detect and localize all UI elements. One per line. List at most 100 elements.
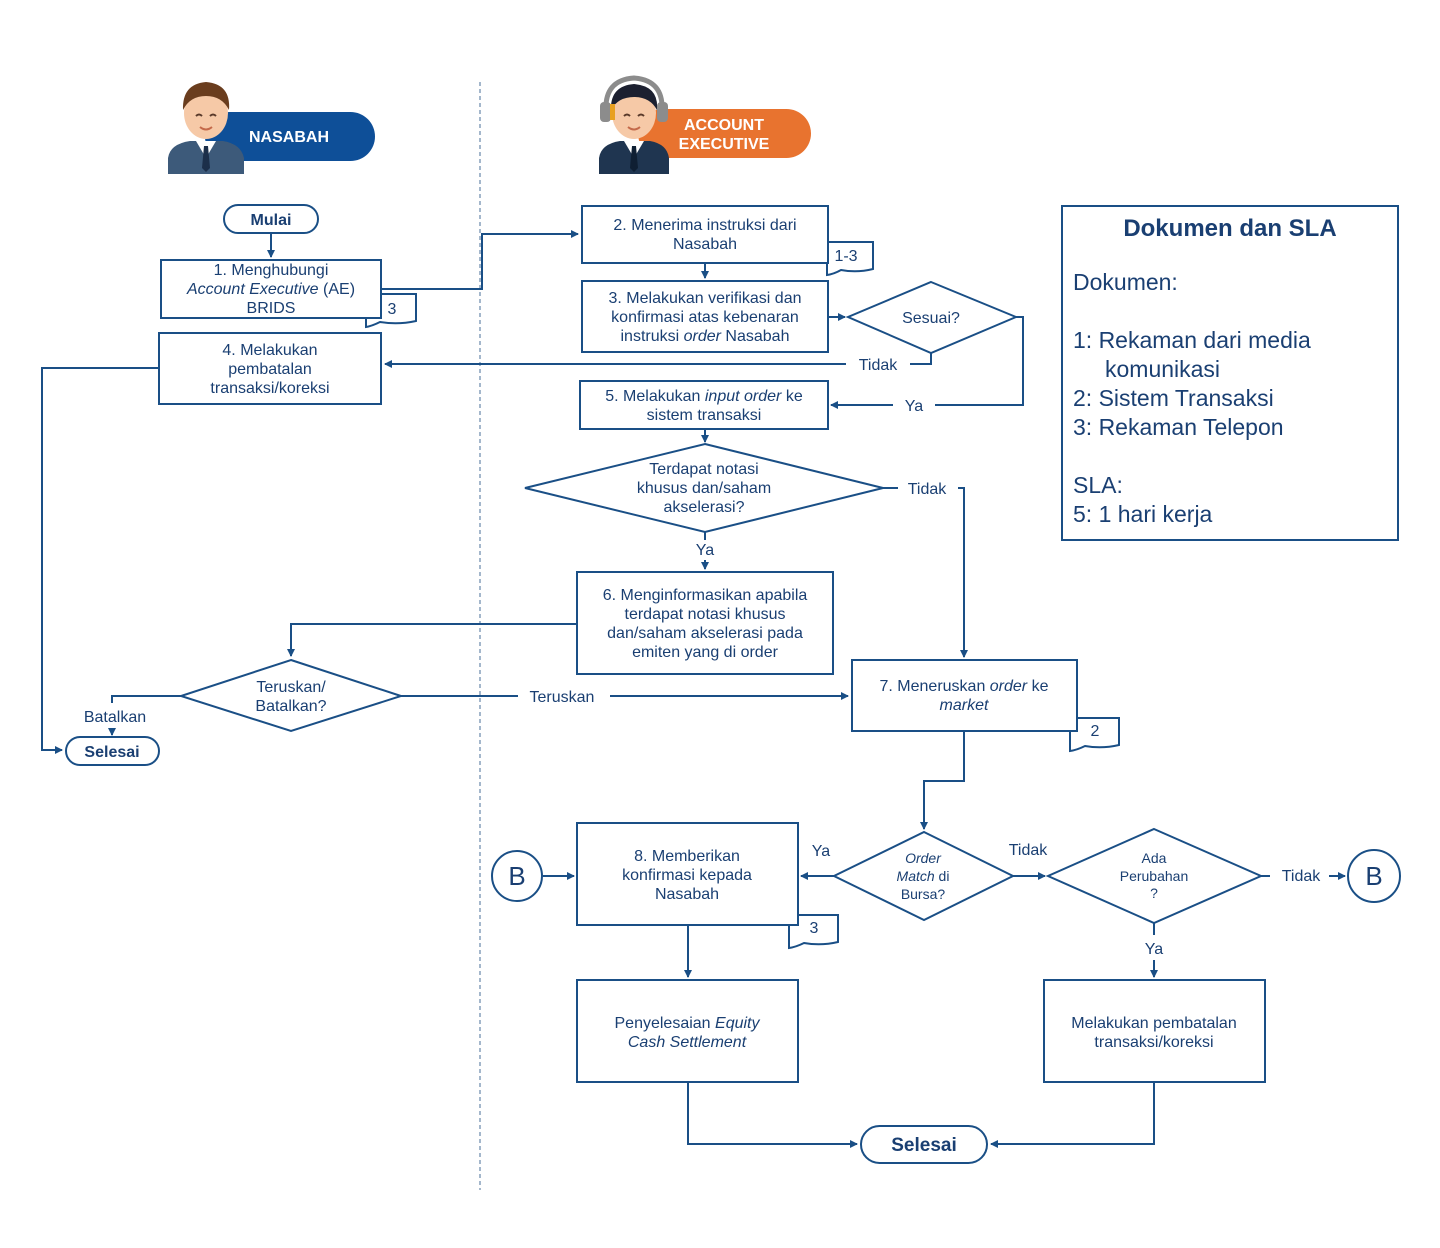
edge-labels: Tidak Ya Tidak Ya Batalkan Teruskan Ya T… bbox=[84, 357, 1321, 958]
label-notasi-no: Tidak bbox=[908, 481, 948, 498]
decision-teruskan-line2: Batalkan? bbox=[255, 698, 326, 715]
step8-line2: konfirmasi kepada bbox=[622, 867, 752, 884]
lane-label-ae-line1: ACCOUNT bbox=[684, 117, 764, 134]
decision-perubahan-line3: ? bbox=[1150, 885, 1158, 901]
step2-box: 1-3 2. Menerima instruksi dari Nasabah bbox=[581, 205, 874, 277]
end-bottom-label: Selesai bbox=[891, 1135, 957, 1156]
step8-line1: 8. Memberikan bbox=[634, 848, 740, 865]
cancel-line1: Melakukan pembatalan bbox=[1071, 1015, 1236, 1032]
lane-header-account-executive: ACCOUNT EXECUTIVE bbox=[599, 75, 811, 174]
edge-teruskan-cancel-a bbox=[111, 695, 181, 703]
step2-line1: 2. Menerima instruksi dari bbox=[613, 217, 796, 234]
step1-ref: 3 bbox=[388, 301, 397, 318]
documents-heading: Dokumen: bbox=[1073, 269, 1178, 295]
flow-connectors bbox=[41, 230, 1346, 1148]
edge-step7-to-match bbox=[920, 731, 965, 830]
document-2: 2: Sistem Transaksi bbox=[1073, 385, 1274, 411]
start-label: Mulai bbox=[251, 212, 292, 229]
edge-sesuai-yes-a bbox=[935, 316, 1024, 406]
label-perubahan-yes: Ya bbox=[1145, 941, 1163, 958]
edge-step1-to-step2 bbox=[381, 230, 579, 290]
end-left-terminator: Selesai bbox=[65, 736, 160, 766]
step1-box: 3 1. Menghubungi Account Executive (AE) … bbox=[160, 259, 417, 329]
step6-line2: terdapat notasi khusus bbox=[625, 606, 786, 623]
decision-perubahan-line2: Perubahan bbox=[1120, 868, 1189, 884]
connector-b-left: B bbox=[491, 850, 543, 902]
step7-line1: 7. Meneruskan order ke bbox=[880, 678, 1049, 695]
label-sesuai-yes: Ya bbox=[905, 398, 923, 415]
step8-box: 3 8. Memberikan konfirmasi kepada Nasaba… bbox=[576, 822, 839, 950]
step2-doc-ref bbox=[826, 241, 874, 277]
lane-label-nasabah: NASABAH bbox=[249, 129, 329, 146]
decision-sesuai: Sesuai? bbox=[845, 280, 1019, 355]
decision-teruskan-line1: Teruskan/ bbox=[256, 679, 326, 696]
label-teruskan-cancel: Batalkan bbox=[84, 709, 146, 726]
step5-line1: 5. Melakukan input order ke bbox=[605, 388, 803, 405]
documents-panel-title: Dokumen dan SLA bbox=[1123, 215, 1337, 242]
step6-box: 6. Menginformasikan apabila terdapat not… bbox=[576, 571, 834, 675]
document-3: 3: Rekaman Telepon bbox=[1073, 414, 1284, 440]
step4-line2: pembatalan bbox=[228, 361, 312, 378]
settlement-line2: Cash Settlement bbox=[628, 1034, 747, 1051]
document-1-line2: komunikasi bbox=[1105, 356, 1221, 382]
decision-perubahan: Ada Perubahan ? bbox=[1045, 827, 1264, 925]
step5-line2: sistem transaksi bbox=[647, 407, 762, 424]
decision-sesuai-label: Sesuai? bbox=[902, 310, 960, 327]
decision-match: Order Match di Bursa? bbox=[831, 830, 1016, 922]
lane-pill-ae bbox=[638, 109, 811, 158]
step7-box: 2 7. Meneruskan order ke market bbox=[851, 659, 1120, 753]
edge-step6-to-teruskan bbox=[287, 623, 577, 657]
connector-b-right-label: B bbox=[1365, 861, 1382, 891]
label-teruskan-forward: Teruskan bbox=[530, 689, 595, 706]
decision-teruskan: Teruskan/ Batalkan? bbox=[177, 658, 405, 733]
edge-step4-to-end bbox=[41, 367, 159, 754]
documents-sla-panel: Dokumen dan SLA Dokumen: 1: Rekaman dari… bbox=[1061, 205, 1399, 541]
label-notasi-yes: Ya bbox=[696, 542, 714, 559]
account-executive-avatar-icon bbox=[599, 75, 669, 174]
step6-line4: emiten yang di order bbox=[632, 644, 779, 661]
step2-line2: Nasabah bbox=[673, 236, 737, 253]
step7-line2: market bbox=[940, 697, 989, 714]
settlement-line1: Penyelesaian Equity bbox=[615, 1015, 761, 1032]
start-terminator: Mulai bbox=[223, 204, 319, 234]
customer-avatar-icon bbox=[168, 82, 244, 174]
label-match-yes: Ya bbox=[812, 843, 830, 860]
step1-line1: 1. Menghubungi bbox=[214, 262, 329, 279]
decision-match-line2: Match di bbox=[897, 868, 950, 884]
step6-line3: dan/saham akselerasi pada bbox=[607, 625, 803, 642]
step8-doc-ref bbox=[788, 914, 839, 950]
decision-notasi: Terdapat notasi khusus dan/saham akseler… bbox=[524, 442, 884, 534]
decision-notasi-line1: Terdapat notasi bbox=[649, 461, 758, 478]
step2-ref: 1-3 bbox=[834, 248, 857, 265]
end-left-label: Selesai bbox=[84, 744, 139, 761]
end-bottom-terminator: Selesai bbox=[860, 1125, 988, 1164]
settlement-box: Penyelesaian Equity Cash Settlement bbox=[576, 979, 799, 1083]
step1-line3: BRIDS bbox=[247, 300, 296, 317]
label-match-no: Tidak bbox=[1009, 842, 1049, 859]
lane-header-nasabah: NASABAH bbox=[168, 82, 375, 174]
step7-doc-ref bbox=[1069, 717, 1120, 753]
connector-b-left-label: B bbox=[508, 861, 525, 891]
step6-line1: 6. Menginformasikan apabila bbox=[603, 587, 808, 604]
step3-box: 3. Melakukan verifikasi dan konfirmasi a… bbox=[581, 280, 829, 353]
decision-match-line1: Order bbox=[905, 850, 942, 866]
cancel-line2: transaksi/koreksi bbox=[1094, 1034, 1213, 1051]
decision-notasi-line3: akselerasi? bbox=[664, 499, 745, 516]
document-1-line1: 1: Rekaman dari media bbox=[1073, 327, 1311, 353]
step8-line3: Nasabah bbox=[655, 886, 719, 903]
edge-cancel-to-end bbox=[990, 1082, 1155, 1148]
step4-line1: 4. Melakukan bbox=[222, 342, 317, 359]
decision-perubahan-line1: Ada bbox=[1142, 850, 1167, 866]
decision-notasi-line2: khusus dan/saham bbox=[637, 480, 771, 497]
label-perubahan-no: Tidak bbox=[1282, 868, 1322, 885]
step4-line3: transaksi/koreksi bbox=[210, 380, 329, 397]
cancel-box: Melakukan pembatalan transaksi/koreksi bbox=[1043, 979, 1266, 1083]
step8-ref: 3 bbox=[810, 920, 819, 937]
connector-b-right: B bbox=[1347, 849, 1401, 903]
lane-pill-nasabah bbox=[205, 112, 375, 161]
step3-line1: 3. Melakukan verifikasi dan bbox=[609, 290, 802, 307]
step3-line3: instruksi order Nasabah bbox=[621, 328, 790, 345]
step1-line2: Account Executive (AE) bbox=[186, 281, 355, 298]
edge-notasi-no-to-step7 bbox=[958, 487, 968, 658]
step3-line2: konfirmasi atas kebenaran bbox=[611, 309, 799, 326]
